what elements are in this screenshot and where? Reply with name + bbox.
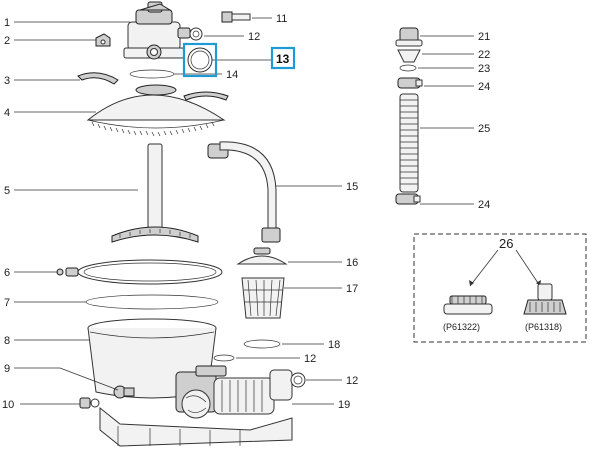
label-p61322: (P61322) bbox=[443, 322, 480, 332]
part-6-tank-clamp bbox=[56, 259, 223, 285]
part-4-tank-lid bbox=[86, 84, 226, 137]
inset-box-26 bbox=[413, 233, 587, 343]
part-14-gasket bbox=[129, 69, 175, 79]
lid-teeth-row bbox=[91, 121, 215, 137]
part-11-bolt bbox=[221, 11, 251, 23]
highlight-box-part-13-image bbox=[182, 42, 218, 78]
part-12-gasket-mid bbox=[213, 354, 235, 362]
highlight-box-part-13-label bbox=[270, 46, 296, 70]
label-24-bottom: 24 bbox=[478, 199, 490, 211]
label-12-top: 12 bbox=[248, 31, 260, 43]
part-23-washer bbox=[399, 64, 417, 72]
label-25: 25 bbox=[478, 123, 490, 135]
part-3-clamp bbox=[77, 72, 229, 101]
variant-a-connector bbox=[443, 295, 493, 315]
part-24-clamp-top bbox=[397, 77, 423, 89]
label-5: 5 bbox=[4, 185, 10, 197]
part-22-hose-connector bbox=[397, 49, 421, 63]
label-26: 26 bbox=[499, 236, 513, 251]
part-21-hose-adapter bbox=[395, 27, 423, 47]
label-14: 14 bbox=[226, 69, 238, 81]
part-2-gauge-plug bbox=[95, 33, 111, 47]
label-11: 11 bbox=[276, 13, 287, 25]
label-1: 1 bbox=[4, 17, 10, 29]
part-13-o-ring bbox=[187, 47, 213, 73]
inset-leader-left bbox=[469, 249, 499, 287]
label-6: 6 bbox=[4, 267, 10, 279]
part-10-drain-cap bbox=[79, 397, 100, 409]
label-4: 4 bbox=[4, 107, 10, 119]
part-labels: 1 2 3 4 5 6 7 8 9 10 11 12 13 14 15 16 1… bbox=[2, 13, 562, 411]
part-5-standpipe bbox=[111, 143, 199, 243]
part-1-multiport-valve bbox=[123, 1, 191, 60]
label-9: 9 bbox=[4, 363, 10, 375]
part-25-hose bbox=[399, 93, 419, 193]
label-15: 15 bbox=[346, 181, 358, 193]
inset-arrow-left bbox=[469, 280, 474, 286]
label-3: 3 bbox=[4, 75, 10, 87]
label-24-top: 24 bbox=[478, 81, 490, 93]
label-13: 13 bbox=[276, 52, 290, 66]
label-18: 18 bbox=[328, 339, 340, 351]
label-2: 2 bbox=[4, 35, 10, 47]
variant-b-connector bbox=[523, 283, 567, 315]
label-12-right: 12 bbox=[346, 375, 358, 387]
inset-leader-right bbox=[515, 249, 541, 287]
label-21: 21 bbox=[478, 31, 490, 43]
part-7-tank-o-ring bbox=[85, 294, 219, 310]
tank-base bbox=[99, 406, 293, 447]
part-19-pump bbox=[175, 365, 293, 419]
label-p61318: (P61318) bbox=[525, 322, 562, 332]
part-24-clamp-bottom bbox=[395, 193, 421, 205]
part-9-drain-valve bbox=[113, 385, 135, 399]
label-22: 22 bbox=[478, 49, 490, 61]
label-23: 23 bbox=[478, 63, 490, 75]
label-12-mid: 12 bbox=[304, 353, 316, 365]
label-10: 10 bbox=[2, 399, 14, 411]
label-19: 19 bbox=[338, 399, 350, 411]
part-18-o-ring bbox=[243, 339, 281, 349]
label-8: 8 bbox=[4, 335, 10, 347]
part-12-o-ring-right bbox=[290, 372, 306, 388]
label-16: 16 bbox=[346, 257, 358, 269]
part-15-hose bbox=[207, 141, 281, 243]
part-12-washer-top bbox=[189, 27, 203, 41]
leader-lines bbox=[14, 17, 474, 405]
part-16-strainer-lid bbox=[236, 247, 288, 265]
part-17-strainer-basket bbox=[241, 277, 285, 319]
label-7: 7 bbox=[4, 297, 10, 309]
label-17: 17 bbox=[346, 283, 358, 295]
